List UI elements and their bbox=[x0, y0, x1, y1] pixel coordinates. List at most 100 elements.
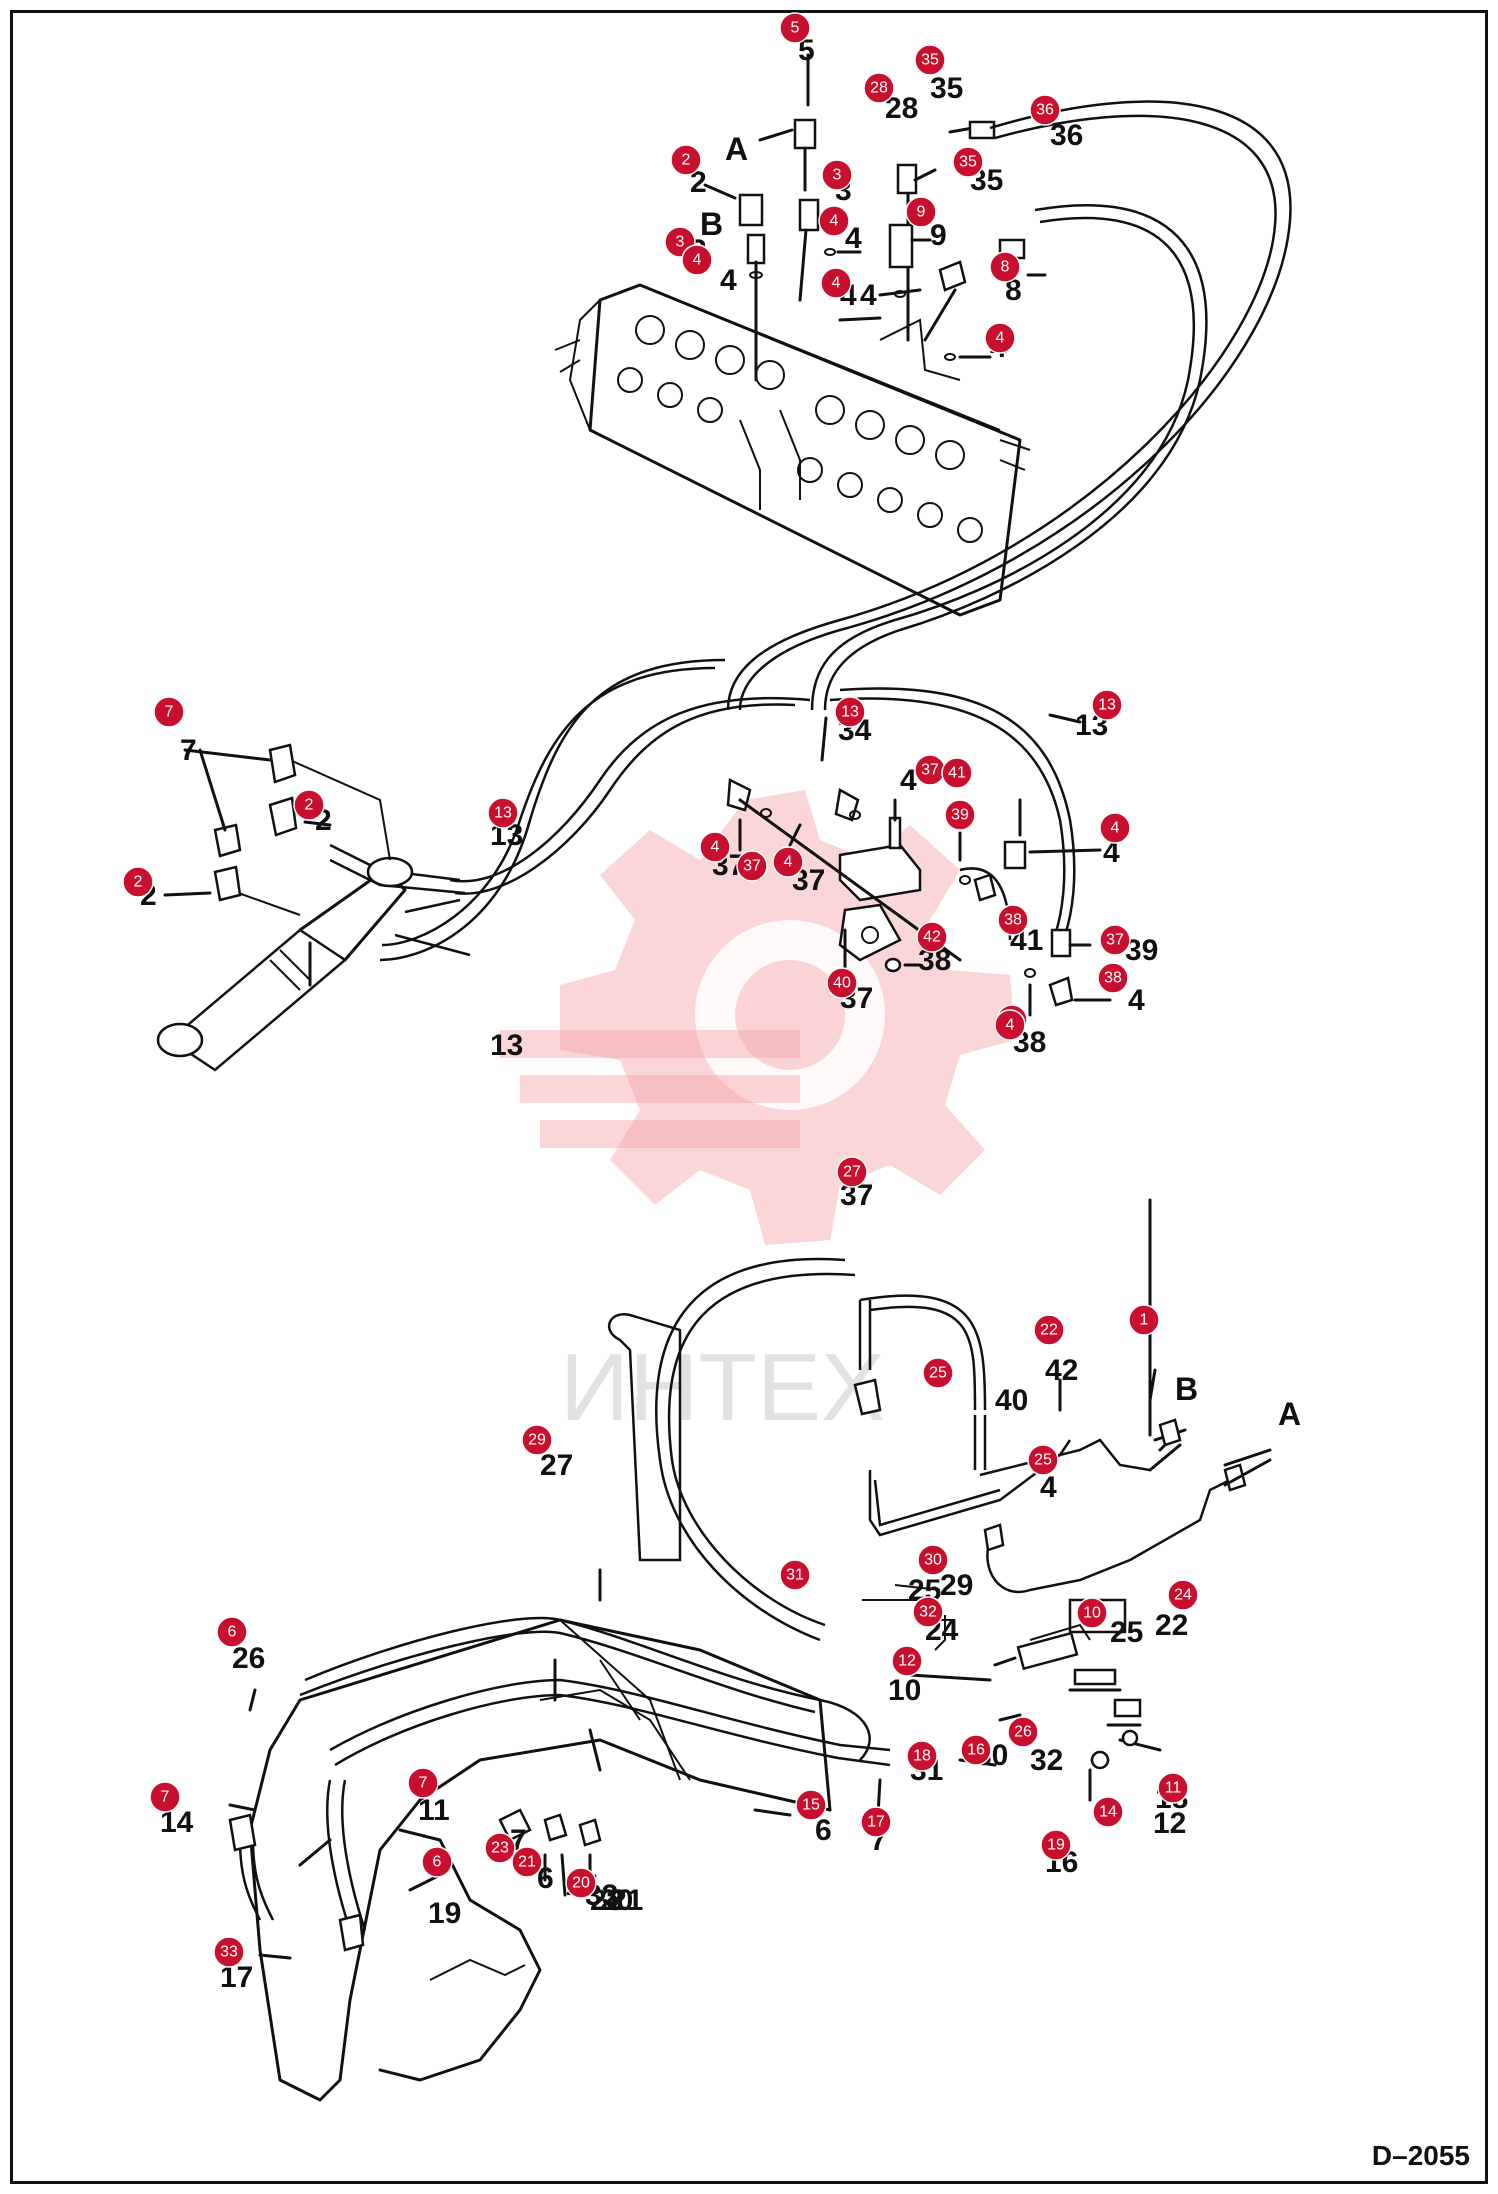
svg-text:6: 6 bbox=[433, 1854, 442, 1871]
callout-badge-32[interactable]: 32 bbox=[912, 1596, 944, 1628]
svg-text:7: 7 bbox=[161, 1789, 170, 1806]
callout-badge-13[interactable]: 13 bbox=[487, 797, 519, 829]
callout-badge-37[interactable]: 37 bbox=[736, 850, 768, 882]
svg-text:6: 6 bbox=[228, 1624, 237, 1641]
manifold-assembly bbox=[726, 713, 1112, 1017]
svg-text:4: 4 bbox=[832, 275, 841, 292]
callout-badge-17[interactable]: 17 bbox=[860, 1806, 892, 1838]
callout-badge-35[interactable]: 35 bbox=[914, 44, 946, 76]
callout-badge-37[interactable]: 37 bbox=[914, 754, 946, 786]
part-label-6: 6 bbox=[537, 1862, 554, 1895]
callout-badge-25[interactable]: 25 bbox=[922, 1357, 954, 1389]
callout-badge-23[interactable]: 23 bbox=[484, 1832, 516, 1864]
svg-text:1: 1 bbox=[1140, 1312, 1149, 1329]
callout-badge-31[interactable]: 31 bbox=[779, 1559, 811, 1591]
svg-text:37: 37 bbox=[921, 762, 939, 779]
callout-badge-16[interactable]: 16 bbox=[960, 1734, 992, 1766]
callout-badge-30[interactable]: 30 bbox=[917, 1544, 949, 1576]
callout-badge-7[interactable]: 7 bbox=[407, 1767, 439, 1799]
callout-badge-42[interactable]: 42 bbox=[916, 921, 948, 953]
svg-text:3: 3 bbox=[676, 234, 685, 251]
callout-badge-8[interactable]: 8 bbox=[989, 251, 1021, 283]
svg-text:37: 37 bbox=[743, 858, 761, 875]
svg-text:38: 38 bbox=[1004, 912, 1022, 929]
callout-badge-18[interactable]: 18 bbox=[906, 1740, 938, 1772]
svg-text:26: 26 bbox=[1014, 1724, 1032, 1741]
callout-badge-13[interactable]: 13 bbox=[1091, 689, 1123, 721]
svg-text:22: 22 bbox=[1040, 1322, 1058, 1339]
callout-badge-6[interactable]: 6 bbox=[421, 1846, 453, 1878]
part-label-12: 12 bbox=[1153, 1807, 1186, 1840]
callout-badge-35[interactable]: 35 bbox=[952, 146, 984, 178]
callout-badge-4[interactable]: 4 bbox=[699, 831, 731, 863]
callout-badge-2[interactable]: 2 bbox=[670, 144, 702, 176]
callout-badge-5[interactable]: 5 bbox=[779, 12, 811, 44]
callout-badge-12[interactable]: 12 bbox=[891, 1645, 923, 1677]
callout-badge-7[interactable]: 7 bbox=[149, 1781, 181, 1813]
svg-text:4: 4 bbox=[784, 854, 793, 871]
callout-badge-11[interactable]: 11 bbox=[1157, 1772, 1189, 1804]
part-label-21: 21 bbox=[610, 1884, 643, 1917]
callout-badge-28[interactable]: 28 bbox=[863, 72, 895, 104]
callout-badge-15[interactable]: 15 bbox=[795, 1789, 827, 1821]
part-label-36: 36 bbox=[1050, 119, 1083, 152]
part-label-4: 4 bbox=[860, 279, 877, 312]
part-label-25: 25 bbox=[1110, 1616, 1143, 1649]
svg-text:4: 4 bbox=[830, 213, 839, 230]
callout-badge-27[interactable]: 27 bbox=[836, 1156, 868, 1188]
callout-badge-36[interactable]: 36 bbox=[1029, 94, 1061, 126]
callout-badge-14[interactable]: 14 bbox=[1092, 1796, 1124, 1828]
callout-badge-10[interactable]: 10 bbox=[1076, 1597, 1108, 1629]
callout-badge-13[interactable]: 13 bbox=[834, 696, 866, 728]
callout-badge-4[interactable]: 4 bbox=[984, 322, 1016, 354]
callout-badge-39[interactable]: 39 bbox=[944, 799, 976, 831]
letter-a-top: A bbox=[725, 131, 748, 167]
callout-badge-19[interactable]: 19 bbox=[1040, 1829, 1072, 1861]
part-label-19: 19 bbox=[428, 1897, 461, 1930]
callout-badge-22[interactable]: 22 bbox=[1033, 1314, 1065, 1346]
svg-text:13: 13 bbox=[494, 805, 512, 822]
letter-a-bottom: A bbox=[1278, 1396, 1301, 1432]
callout-badge-4[interactable]: 4 bbox=[818, 205, 850, 237]
svg-text:39: 39 bbox=[951, 807, 969, 824]
callout-badge-41[interactable]: 41 bbox=[941, 757, 973, 789]
callout-badge-24[interactable]: 24 bbox=[1167, 1579, 1199, 1611]
svg-text:8: 8 bbox=[1001, 259, 1010, 276]
callout-badge-37[interactable]: 37 bbox=[1099, 924, 1131, 956]
callout-badge-1[interactable]: 1 bbox=[1128, 1304, 1160, 1336]
callout-badge-38[interactable]: 38 bbox=[1097, 962, 1129, 994]
callout-badge-9[interactable]: 9 bbox=[905, 196, 937, 228]
callout-badge-29[interactable]: 29 bbox=[521, 1424, 553, 1456]
callout-badge-3[interactable]: 3 bbox=[821, 159, 853, 191]
callout-badge-21[interactable]: 21 bbox=[511, 1846, 543, 1878]
callout-badge-33[interactable]: 33 bbox=[213, 1936, 245, 1968]
callout-badge-2[interactable]: 2 bbox=[293, 789, 325, 821]
part-label-4: 4 bbox=[720, 264, 737, 297]
callout-badge-6[interactable]: 6 bbox=[216, 1616, 248, 1648]
part-label-4: 4 bbox=[1103, 836, 1120, 869]
svg-text:2: 2 bbox=[305, 797, 314, 814]
callout-badge-4[interactable]: 4 bbox=[681, 244, 713, 276]
callout-badge-38[interactable]: 38 bbox=[997, 904, 1029, 936]
svg-text:41: 41 bbox=[948, 765, 966, 782]
callout-badge-2[interactable]: 2 bbox=[122, 866, 154, 898]
callout-badge-40[interactable]: 40 bbox=[826, 967, 858, 999]
callout-badge-4[interactable]: 4 bbox=[994, 1009, 1026, 1041]
callout-badge-4[interactable]: 4 bbox=[772, 846, 804, 878]
callout-badge-4[interactable]: 4 bbox=[820, 267, 852, 299]
callout-badge-4[interactable]: 4 bbox=[1099, 812, 1131, 844]
svg-text:11: 11 bbox=[1165, 1780, 1182, 1797]
callout-badge-25[interactable]: 25 bbox=[1027, 1444, 1059, 1476]
part-label-8: 8 bbox=[1005, 274, 1022, 307]
callout-badge-7[interactable]: 7 bbox=[153, 696, 185, 728]
drawing-frame bbox=[10, 10, 1488, 2184]
part-label-10: 10 bbox=[888, 1674, 921, 1707]
callout-badge-20[interactable]: 20 bbox=[565, 1867, 597, 1899]
part-label-40: 40 bbox=[995, 1384, 1028, 1417]
part-label-13: 13 bbox=[490, 1029, 523, 1062]
callout-badge-26[interactable]: 26 bbox=[1007, 1716, 1039, 1748]
part-label-6: 6 bbox=[815, 1814, 832, 1847]
svg-text:14: 14 bbox=[1099, 1804, 1117, 1821]
